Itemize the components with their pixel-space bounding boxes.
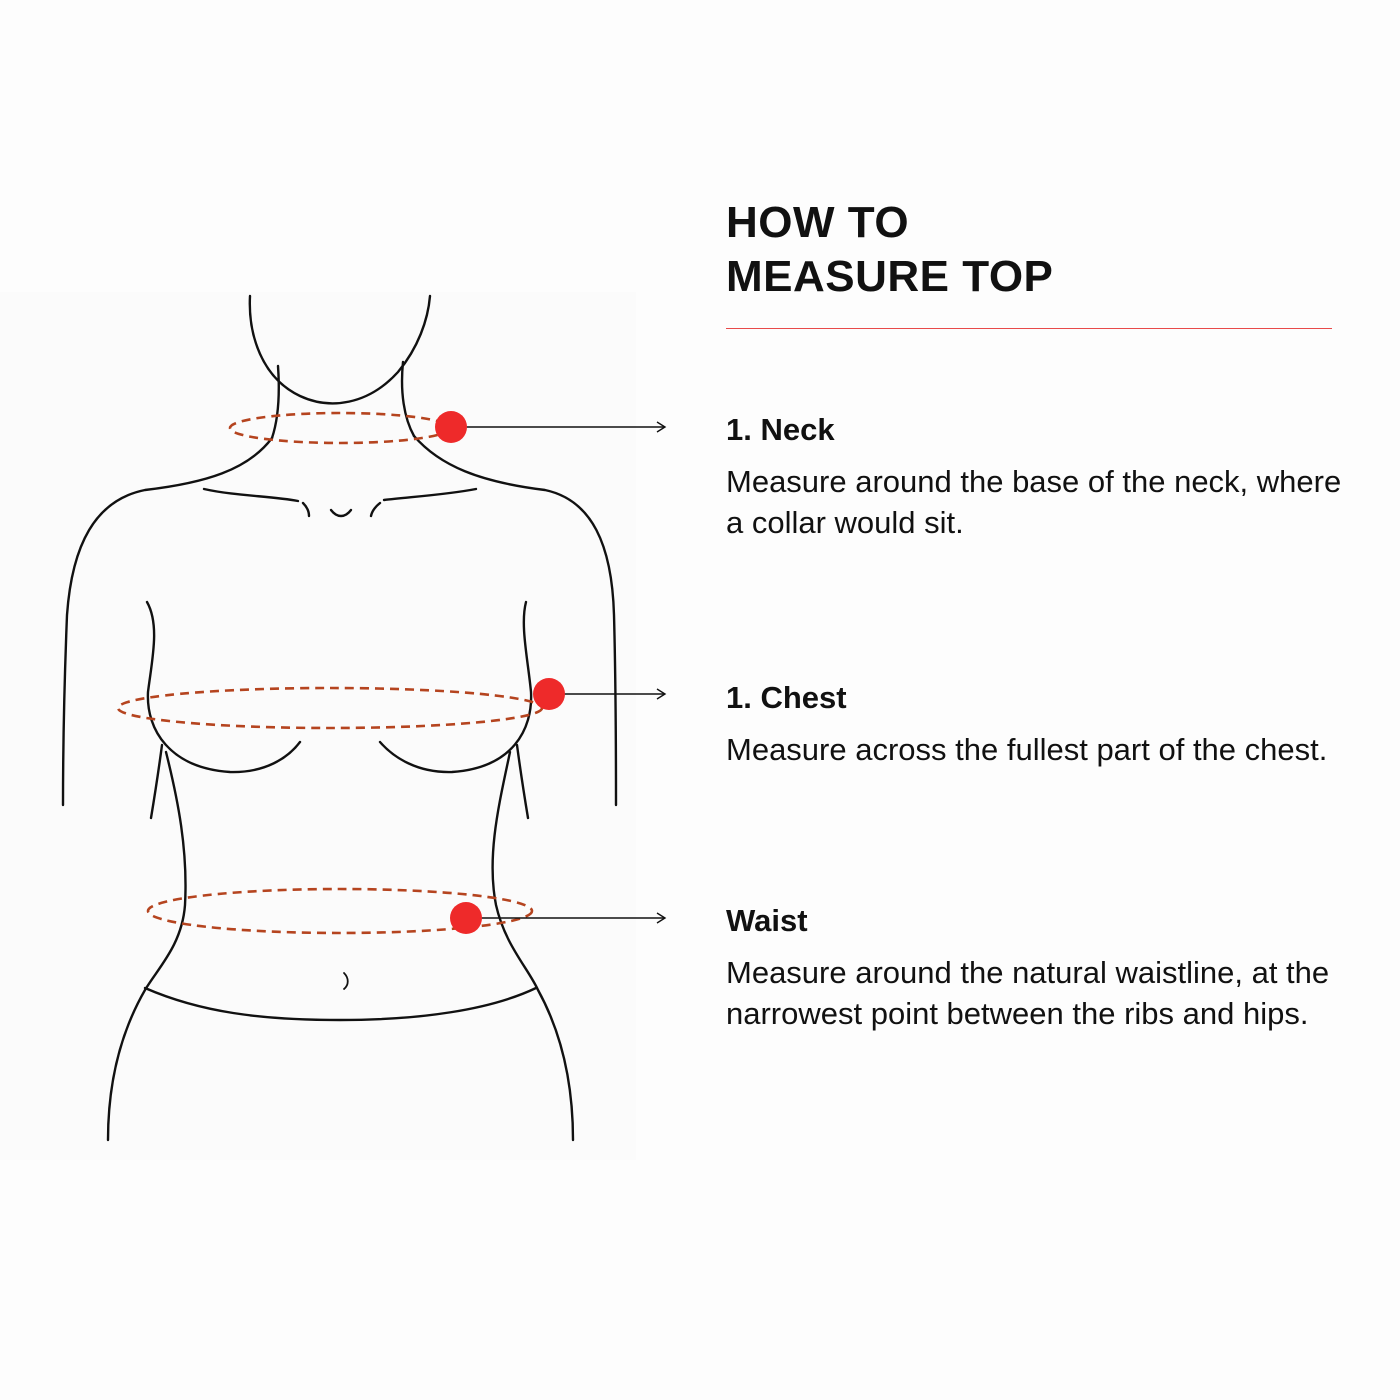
- chest-arrow-head: [656, 688, 667, 700]
- neck-description: Measure around the base of the neck, whe…: [726, 464, 1342, 540]
- collar-inner-left: [301, 501, 311, 518]
- left-collarbone: [202, 487, 300, 503]
- neck-marker-dot: [435, 411, 467, 443]
- navel: [343, 972, 349, 990]
- neck-section: 1. Neck Measure around the base of the n…: [726, 411, 1346, 543]
- waist-arrow-head: [656, 912, 667, 924]
- measurement-markers: [435, 411, 565, 934]
- left-breast: [145, 600, 302, 774]
- waist-section: Waist Measure around the natural waistli…: [726, 902, 1346, 1034]
- title-line-2: MEASURE TOP: [726, 252, 1054, 301]
- neck-arrow-head: [656, 421, 667, 433]
- left-inner-arm: [149, 743, 164, 820]
- right-inner-arm: [515, 743, 530, 820]
- waist-description: Measure around the natural waistline, at…: [726, 955, 1330, 1031]
- right-shoulder-arm: [412, 434, 618, 807]
- left-shoulder-arm: [61, 436, 274, 807]
- chest-tape: [116, 686, 544, 730]
- left-torso-side: [106, 750, 187, 1142]
- page-title: HOW TO MEASURE TOP: [726, 196, 1366, 304]
- waist-marker-dot: [450, 902, 482, 934]
- neck-right: [400, 360, 416, 438]
- neck-left: [270, 364, 280, 440]
- body-outline: [61, 294, 618, 1142]
- measuring-tapes: [116, 411, 544, 935]
- chest-heading: 1. Chest: [726, 680, 847, 715]
- chest-section: 1. Chest Measure across the fullest part…: [726, 679, 1346, 770]
- right-collarbone: [382, 487, 478, 502]
- title-divider: [726, 328, 1332, 329]
- face-outline: [248, 294, 432, 405]
- chest-marker-dot: [533, 678, 565, 710]
- title-line-1: HOW TO: [726, 198, 910, 247]
- waist-tape: [146, 887, 534, 935]
- neck-heading: 1. Neck: [726, 412, 835, 447]
- sternal-notch: [329, 508, 353, 518]
- chest-description: Measure across the fullest part of the c…: [726, 732, 1328, 767]
- neck-tape: [228, 411, 452, 445]
- waist-heading: Waist: [726, 903, 808, 938]
- figure-panel: [0, 292, 636, 1160]
- right-breast: [378, 600, 533, 774]
- right-torso-side: [491, 750, 575, 1142]
- waistband: [143, 986, 538, 1022]
- pointer-lines: [452, 421, 667, 924]
- collar-inner-right: [369, 501, 382, 518]
